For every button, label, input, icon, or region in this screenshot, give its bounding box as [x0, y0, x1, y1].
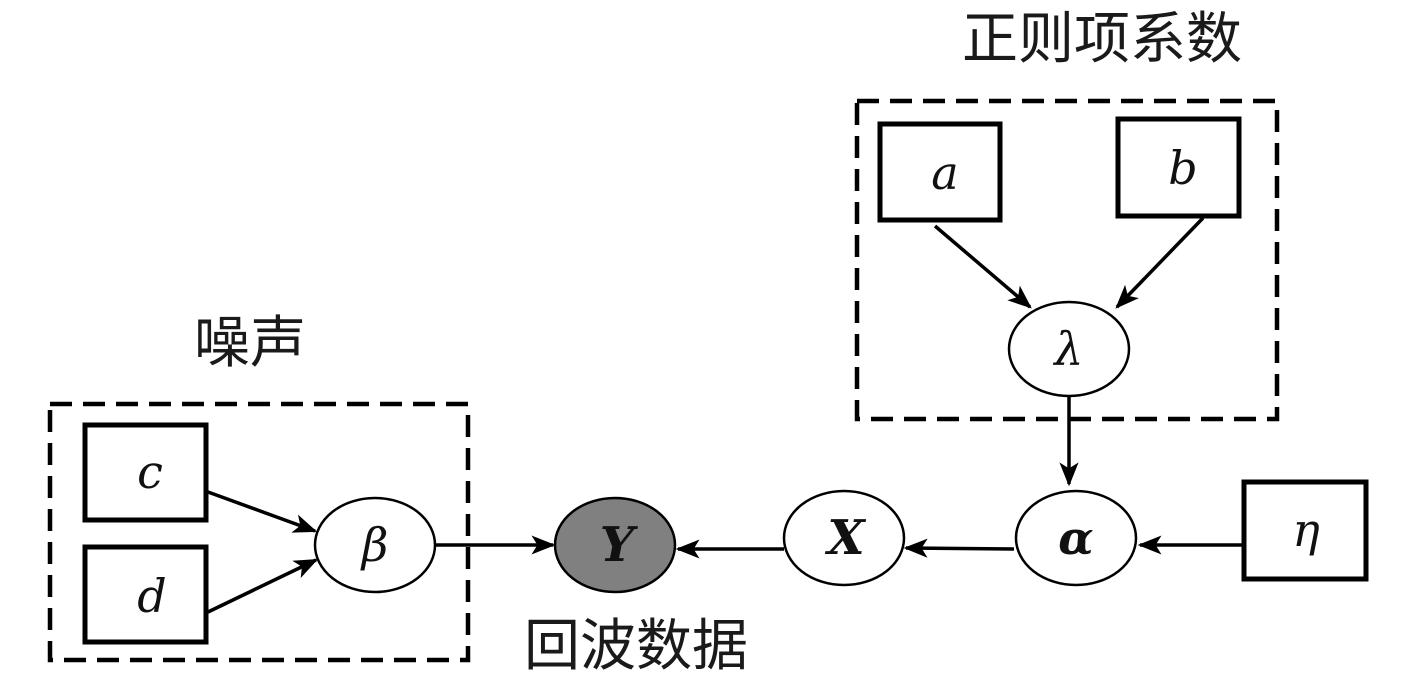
node-alpha: α: [1014, 489, 1138, 587]
node-a-symbol: a: [931, 146, 958, 200]
node-x-symbol: X: [824, 510, 866, 566]
node-eta-symbol: η: [1292, 503, 1320, 557]
node-y-symbol: Y: [600, 517, 639, 573]
node-alpha-symbol: α: [1058, 511, 1093, 565]
edge-d-beta: [207, 558, 319, 614]
node-y-observed: Y: [553, 496, 677, 594]
edges: [207, 216, 1244, 614]
node-lambda: λ: [1007, 300, 1131, 398]
node-x: X: [782, 489, 906, 587]
node-lambda-symbol: λ: [1052, 322, 1083, 376]
noise-plate: [47, 401, 471, 663]
edge-c-beta: [207, 490, 318, 533]
regularization-plate: [854, 98, 1280, 422]
node-d-symbol: d: [137, 569, 166, 623]
node-b: b: [1115, 116, 1242, 219]
node-b-symbol: b: [1168, 141, 1197, 195]
noise-group-label: 噪声: [194, 311, 306, 376]
node-eta: η: [1241, 479, 1369, 582]
node-c: c: [82, 422, 209, 523]
node-beta: β: [313, 496, 437, 594]
edge-b-lambda: [1115, 216, 1205, 309]
node-c-symbol: c: [137, 445, 163, 499]
observed-data-label: 回波数据: [524, 614, 748, 678]
node-d: d: [82, 544, 209, 645]
regularization-group-label: 正则项系数: [962, 7, 1242, 72]
node-a: a: [877, 121, 1003, 223]
node-beta-symbol: β: [360, 518, 389, 572]
edge-a-lambda: [933, 224, 1032, 309]
edge-alpha-x: [903, 538, 1015, 558]
